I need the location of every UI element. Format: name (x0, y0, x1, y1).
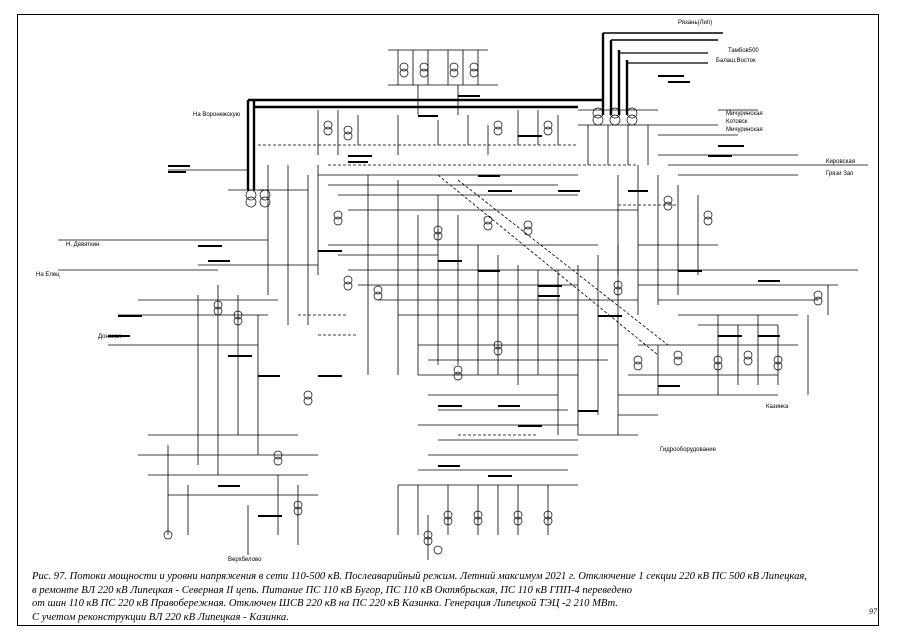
page-number: 97 (869, 607, 877, 616)
label-michurinsk-2: Мичуринская (726, 127, 763, 133)
value-annotations (108, 75, 780, 517)
caption-line-4: С учетом реконструкции ВЛ 220 кВ Липецка… (32, 611, 289, 623)
caption-line-2: в ремонте ВЛ 220 кВ Липецкая - Северная … (32, 584, 633, 596)
transformers (213, 62, 823, 546)
generators (163, 530, 443, 555)
lines-500kv (246, 32, 723, 190)
figure-caption: Рис. 97. Потоки мощности и уровни напряж… (32, 570, 832, 624)
label-gidrooborud: Гидрооборудование (660, 447, 717, 453)
label-elets: На Елец (36, 272, 60, 278)
page-frame (17, 14, 879, 626)
caption-line-1: Рис. 97. Потоки мощности и уровни напряж… (32, 571, 807, 582)
label-michurinsk-1: Мичуринская (726, 111, 763, 117)
label-gryazi: Грязи Зап (826, 171, 853, 177)
label-donskaya: Донская (98, 334, 121, 340)
label-voronezh: На Воронежскую (193, 112, 241, 118)
label-balashov: Балаш.Восток (716, 58, 756, 64)
label-verhbelovo: Верхбелово (228, 557, 262, 563)
network-lines (58, 49, 868, 560)
label-kotovsk: Котовск (726, 119, 748, 125)
label-ryazan: Рязань(Лип) (678, 20, 712, 26)
label-kirovskaya: Кировская (826, 159, 855, 165)
label-tambov: Тамбов500 (728, 48, 759, 54)
direction-labels: Рязань(Лип) Тамбов500 Балаш.Восток Мичур… (36, 20, 855, 563)
caption-line-3: от шин 110 кВ ПС 220 кВ Правобережная. О… (32, 598, 618, 609)
network-scheme-diagram: Рязань(Лип) Тамбов500 Балаш.Восток Мичур… (36, 20, 868, 563)
label-deviatiny: Н. Девяткин (66, 242, 99, 248)
dashed-lines (258, 144, 678, 436)
label-kazinka: Казинка (766, 404, 789, 410)
